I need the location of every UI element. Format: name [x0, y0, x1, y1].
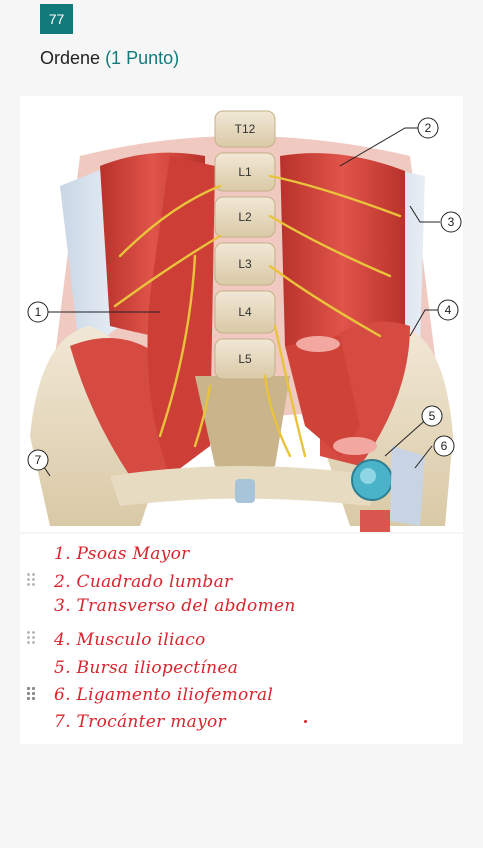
- answer-list: 1. Psoas Mayor 2. Cuadrado lumbar 3. Tra…: [20, 534, 463, 744]
- anatomy-illustration: T12 L1 L2 L3 L4 L5 1 2 3 4: [27, 110, 462, 532]
- vertebra-label: T12: [235, 122, 256, 136]
- drag-handle-icon[interactable]: [26, 630, 36, 644]
- vertebra-label: L5: [238, 352, 252, 366]
- answer-item[interactable]: 4. Musculo iliaco: [54, 630, 206, 650]
- answer-item[interactable]: 7. Trocánter mayor: [54, 712, 226, 732]
- quadratus-right: [280, 153, 405, 346]
- callout-7: 7: [35, 453, 42, 467]
- question-title-text: Ordene: [40, 48, 101, 68]
- callout-3: 3: [448, 215, 455, 229]
- drag-handle-icon[interactable]: [26, 686, 36, 700]
- drag-handle-icon[interactable]: [26, 572, 36, 586]
- answer-item[interactable]: 3. Transverso del abdomen: [54, 596, 296, 616]
- ink-dot: [304, 720, 307, 723]
- question-points: (1 Punto): [105, 48, 180, 68]
- question-title: Ordene (1 Punto): [40, 48, 179, 69]
- answer-item[interactable]: 2. Cuadrado lumbar: [54, 572, 233, 592]
- psoas-left: [147, 156, 215, 476]
- callout-4: 4: [445, 303, 452, 317]
- vertebra-label: L3: [238, 257, 252, 271]
- callout-1: 1: [35, 305, 42, 319]
- question-number-badge: 77: [40, 4, 73, 34]
- answer-item[interactable]: 6. Ligamento iliofemoral: [54, 685, 274, 705]
- vertebra-label: L4: [238, 305, 252, 319]
- callout-6: 6: [441, 439, 448, 453]
- answer-item[interactable]: 1. Psoas Mayor: [54, 544, 190, 564]
- vertebra-label: L1: [238, 165, 252, 179]
- answer-item[interactable]: 5. Bursa iliopectínea: [54, 658, 239, 678]
- anatomy-figure: T12 L1 L2 L3 L4 L5 1 2 3 4: [20, 96, 463, 532]
- vertebra-label: L2: [238, 210, 252, 224]
- callout-5: 5: [429, 409, 436, 423]
- callout-2: 2: [425, 121, 432, 135]
